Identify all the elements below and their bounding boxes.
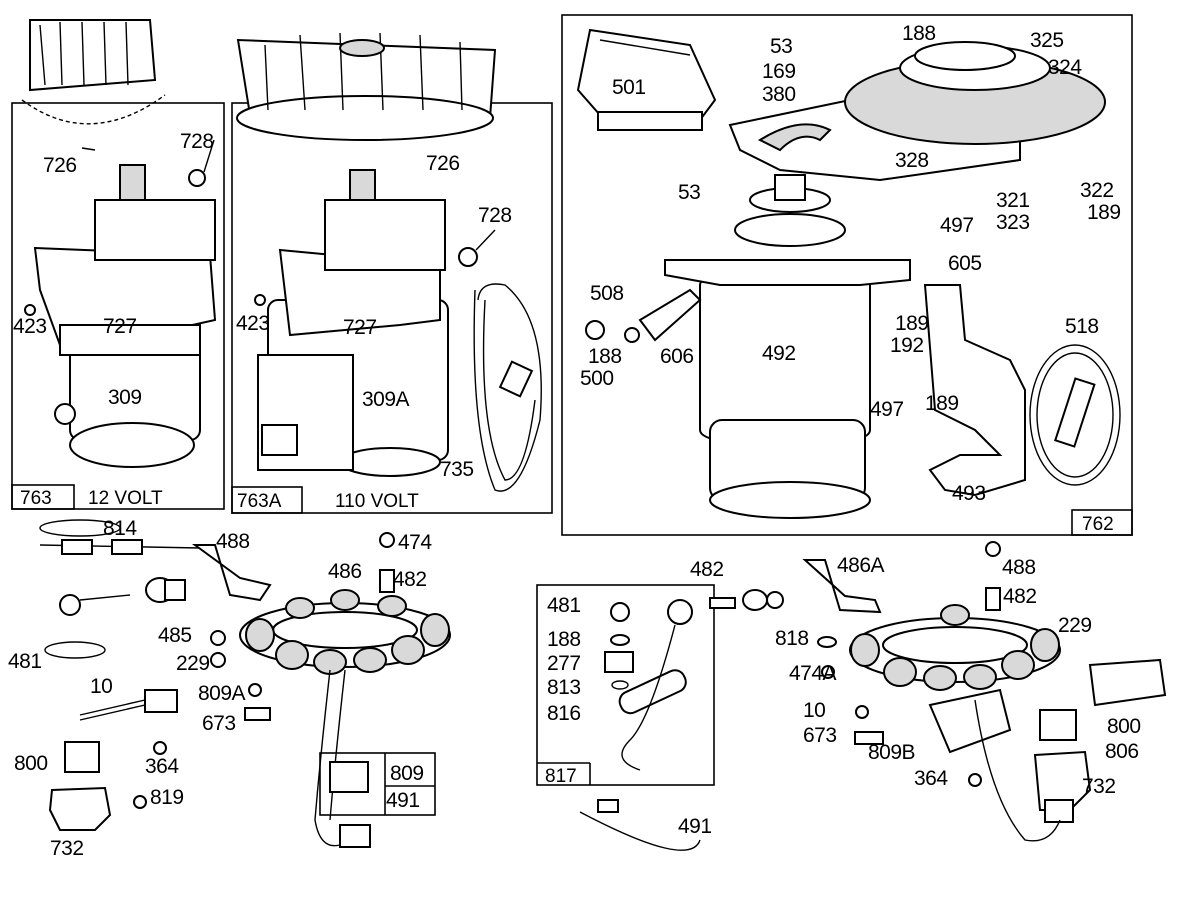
callout-726: 726 xyxy=(426,152,460,175)
callout-497: 497 xyxy=(870,398,904,421)
callout-53: 53 xyxy=(770,35,792,58)
callout-321: 321 xyxy=(996,189,1030,212)
tag-762: 762 xyxy=(1082,514,1114,535)
callout-322: 322 xyxy=(1080,179,1114,202)
callout-10: 10 xyxy=(803,699,825,722)
callout-325: 325 xyxy=(1030,29,1064,52)
callout-732: 732 xyxy=(50,837,84,860)
callout-491: 491 xyxy=(386,789,420,812)
caption-12-volt: 12 VOLT xyxy=(88,488,163,509)
callout-328: 328 xyxy=(895,149,929,172)
callout-277: 277 xyxy=(547,652,581,675)
callout-605: 605 xyxy=(948,252,982,275)
callout-474: 474 xyxy=(398,531,432,554)
tag-763: 763 xyxy=(20,488,52,509)
callout-727: 727 xyxy=(103,315,137,338)
callout-309: 309 xyxy=(108,386,142,409)
callout-423: 423 xyxy=(13,315,47,338)
callout-10: 10 xyxy=(90,675,112,698)
callout-192: 192 xyxy=(890,334,924,357)
callout-501: 501 xyxy=(612,76,646,99)
tag-817: 817 xyxy=(545,766,577,787)
callout-188: 188 xyxy=(902,22,936,45)
panel-captions: 763 12 VOLT 763A 110 VOLT 762 809 817 xyxy=(11,484,1133,787)
panel-763 xyxy=(11,19,225,510)
callout-488: 488 xyxy=(216,530,250,553)
tag-763a: 763A xyxy=(237,491,282,512)
callout-229: 229 xyxy=(1058,614,1092,637)
callout-500: 500 xyxy=(580,367,614,390)
callout-497: 497 xyxy=(940,214,974,237)
callout-169: 169 xyxy=(762,60,796,83)
callout-423: 423 xyxy=(236,312,270,335)
callout-364: 364 xyxy=(914,767,948,790)
callout-486: 486 xyxy=(328,560,362,583)
callout-481: 481 xyxy=(8,650,42,673)
callout-806: 806 xyxy=(1105,740,1139,763)
panel-763a xyxy=(231,32,553,514)
callout-508: 508 xyxy=(590,282,624,305)
callout-819: 819 xyxy=(150,786,184,809)
callout-814: 814 xyxy=(103,517,137,540)
callout-189: 189 xyxy=(1087,201,1121,224)
callout-673: 673 xyxy=(202,712,236,735)
callout-189: 189 xyxy=(925,392,959,415)
callout-188: 188 xyxy=(547,628,581,651)
callout-486a: 486A xyxy=(837,554,885,577)
callout-491: 491 xyxy=(678,815,712,838)
panel-762 xyxy=(561,14,1133,536)
callout-493: 493 xyxy=(952,482,986,505)
callout-229: 229 xyxy=(176,652,210,675)
callout-800: 800 xyxy=(14,752,48,775)
callout-818: 818 xyxy=(775,627,809,650)
callout-488: 488 xyxy=(1002,556,1036,579)
callout-380: 380 xyxy=(762,83,796,106)
callout-673: 673 xyxy=(803,724,837,747)
callout-309a: 309A xyxy=(362,388,410,411)
tag-809: 809 xyxy=(390,762,424,785)
callout-474a: 474A xyxy=(789,662,837,685)
callout-492: 492 xyxy=(762,342,796,365)
callout-732: 732 xyxy=(1082,775,1116,798)
callout-188: 188 xyxy=(588,345,622,368)
callout-809a: 809A xyxy=(198,682,246,705)
callout-53: 53 xyxy=(678,181,700,204)
callout-726: 726 xyxy=(43,154,77,177)
alternator-474a-group xyxy=(536,541,1167,851)
callout-800: 800 xyxy=(1107,715,1141,738)
callout-728: 728 xyxy=(478,204,512,227)
callout-816: 816 xyxy=(547,702,581,725)
callout-324: 324 xyxy=(1048,56,1082,79)
callout-809b: 809B xyxy=(868,741,915,764)
callout-482: 482 xyxy=(1003,585,1037,608)
alternator-474-group xyxy=(39,519,451,848)
callout-482: 482 xyxy=(393,568,427,591)
callout-364: 364 xyxy=(145,755,179,778)
callout-485: 485 xyxy=(158,624,192,647)
callout-482: 482 xyxy=(690,558,724,581)
callout-481: 481 xyxy=(547,594,581,617)
callout-735: 735 xyxy=(440,458,474,481)
callout-606: 606 xyxy=(660,345,694,368)
callout-189: 189 xyxy=(895,312,929,335)
caption-110-volt: 110 VOLT xyxy=(335,491,419,512)
callout-728: 728 xyxy=(180,130,214,153)
callout-518: 518 xyxy=(1065,315,1099,338)
callout-813: 813 xyxy=(547,676,581,699)
callout-323: 323 xyxy=(996,211,1030,234)
callout-727: 727 xyxy=(343,316,377,339)
